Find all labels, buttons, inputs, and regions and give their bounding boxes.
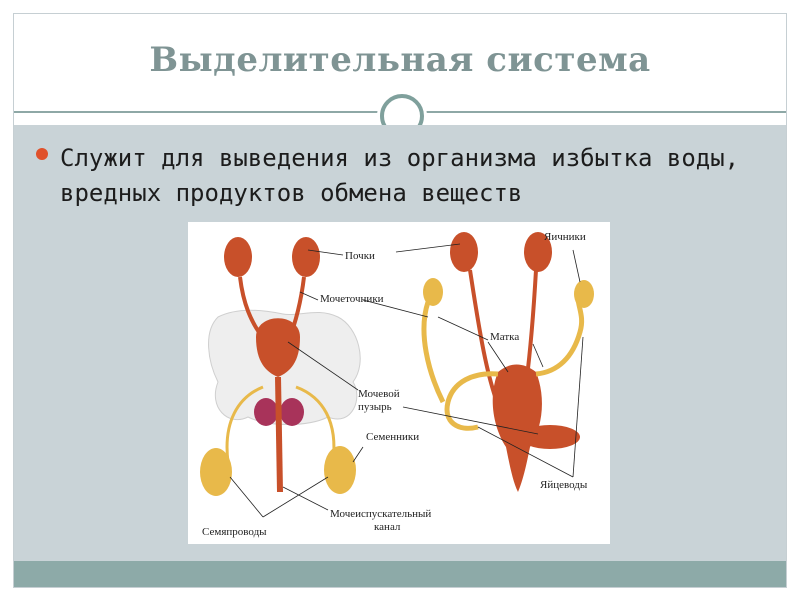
left-ovary [423,278,443,306]
footer-band [14,561,786,587]
uterus [492,364,542,492]
anatomy-illustration: Почки Мочеточники Мочевой пузырь Семенни… [200,231,594,538]
right-kidney [292,237,320,277]
bladder [256,318,300,377]
leader-lines [229,243,584,518]
label-ureters: Мочеточники [320,293,384,305]
excretory-system-figure: Почки Мочеточники Мочевой пузырь Семенни… [188,222,610,544]
female-system-drawing [421,232,594,492]
label-uterus: Матка [490,331,519,343]
bullet-text: Служит для выведения из организма избытк… [60,144,740,207]
left-testis [200,448,232,496]
label-oviducts: Яйцеводы [540,479,588,491]
left-kidney [224,237,252,277]
right-testis [324,446,356,494]
label-vas-deferens: Семяпроводы [202,526,267,538]
slide-frame [13,13,787,588]
bullet-dot-icon [36,148,48,160]
right-ovary [574,280,594,308]
label-urethra-line2: канал [374,521,401,533]
label-testes: Семенники [366,431,419,443]
slide-title: Выделительная система [149,40,651,80]
label-ovaries: Яичники [544,231,586,243]
male-system-drawing [200,237,361,496]
label-urethra-line1: Мочеиспускательный [330,508,431,520]
label-kidneys: Почки [345,250,375,262]
label-bladder-line1: Мочевой [358,388,400,400]
label-bladder-line2: пузырь [358,401,392,413]
